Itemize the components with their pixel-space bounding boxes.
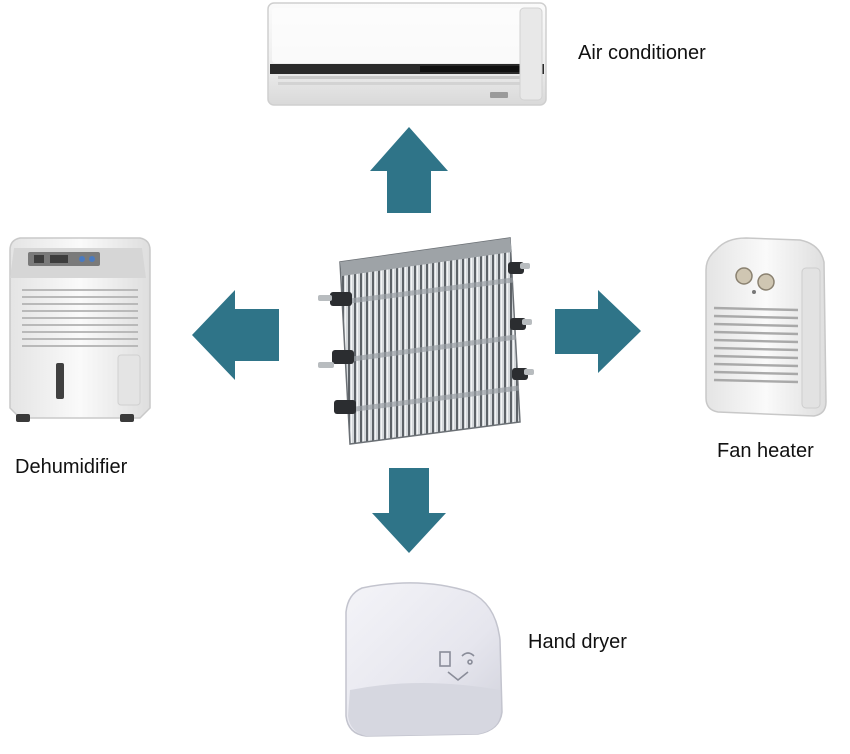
dehumidifier-icon	[9, 237, 151, 422]
label-dehumidifier: Dehumidifier	[15, 456, 128, 478]
hand-dryer-icon	[345, 582, 503, 737]
arrows	[192, 127, 641, 553]
fan-heater-icon	[705, 237, 827, 417]
arrow-up	[370, 127, 448, 213]
heating-element-icon	[318, 237, 534, 445]
label-air-conditioner: Air conditioner	[578, 42, 706, 64]
label-hand-dryer: Hand dryer	[528, 631, 627, 653]
arrow-right	[555, 290, 641, 373]
label-fan-heater: Fan heater	[717, 440, 814, 462]
arrow-left	[192, 290, 279, 380]
arrow-down	[372, 468, 446, 553]
air-conditioner-icon	[267, 2, 547, 106]
